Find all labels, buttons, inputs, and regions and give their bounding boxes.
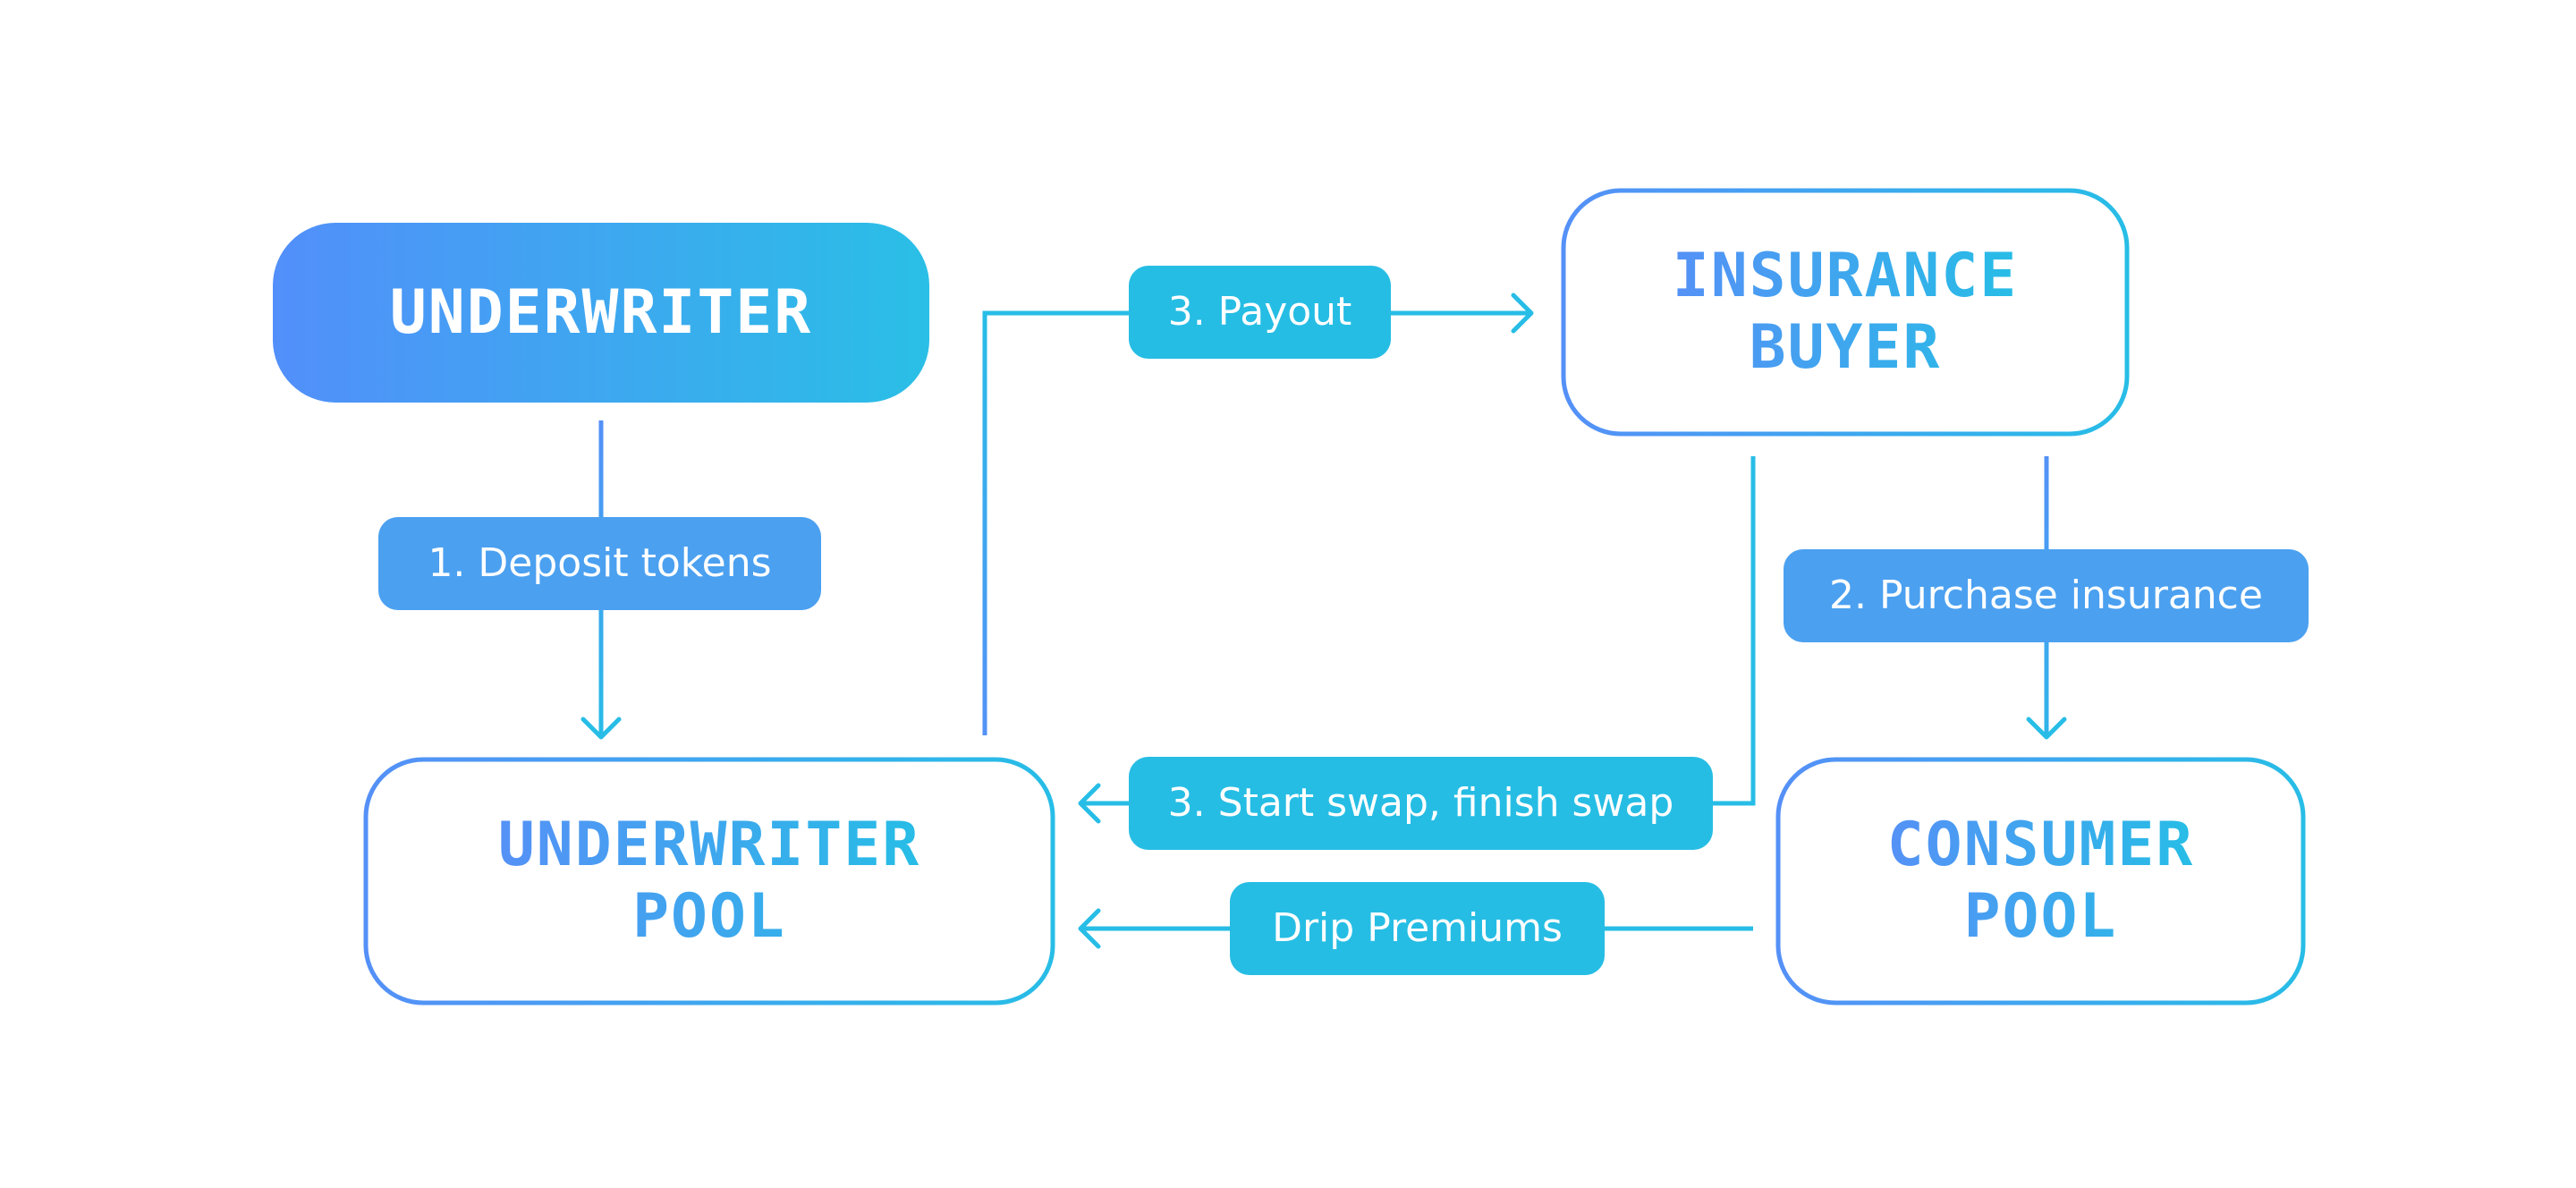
underwriter-pool-node: UNDERWRITER POOL [366, 759, 1053, 1003]
swap-arrowhead [1078, 783, 1101, 824]
payout-connector [982, 310, 1531, 735]
payout-arrowhead [1511, 293, 1534, 334]
underwriter-label: UNDERWRITER [389, 276, 813, 348]
purchase-arrowhead [2026, 717, 2067, 740]
insurance-buyer-border [1561, 188, 2130, 437]
drip-arrowhead [1078, 908, 1101, 949]
deposit-tokens-label: 1. Deposit tokens [378, 517, 821, 610]
insurance-buyer-node: INSURANCE BUYER [1563, 191, 2127, 434]
payout-label: 3. Payout [1129, 266, 1391, 359]
drip-premiums-text: Drip Premiums [1272, 905, 1563, 951]
deposit-arrowhead [580, 717, 622, 740]
underwriter-pool-label: UNDERWRITER POOL [497, 810, 921, 952]
drip-premiums-label: Drip Premiums [1230, 882, 1605, 975]
underwriter-pool-border [363, 757, 1055, 1006]
consumer-pool-label: CONSUMER POOL [1886, 810, 2195, 952]
underwriter-node: UNDERWRITER [273, 223, 929, 403]
purchase-insurance-label: 2. Purchase insurance [1784, 549, 2309, 642]
insurance-buyer-label: INSURANCE BUYER [1672, 241, 2019, 383]
start-swap-label: 3. Start swap, finish swap [1129, 757, 1713, 850]
start-swap-text: 3. Start swap, finish swap [1167, 780, 1674, 826]
purchase-insurance-text: 2. Purchase insurance [1829, 573, 2263, 618]
payout-text: 3. Payout [1167, 289, 1352, 335]
consumer-pool-node: CONSUMER POOL [1778, 759, 2303, 1003]
swap-connector [1080, 456, 1756, 806]
deposit-tokens-text: 1. Deposit tokens [428, 540, 772, 586]
consumer-pool-border [1775, 757, 2306, 1006]
